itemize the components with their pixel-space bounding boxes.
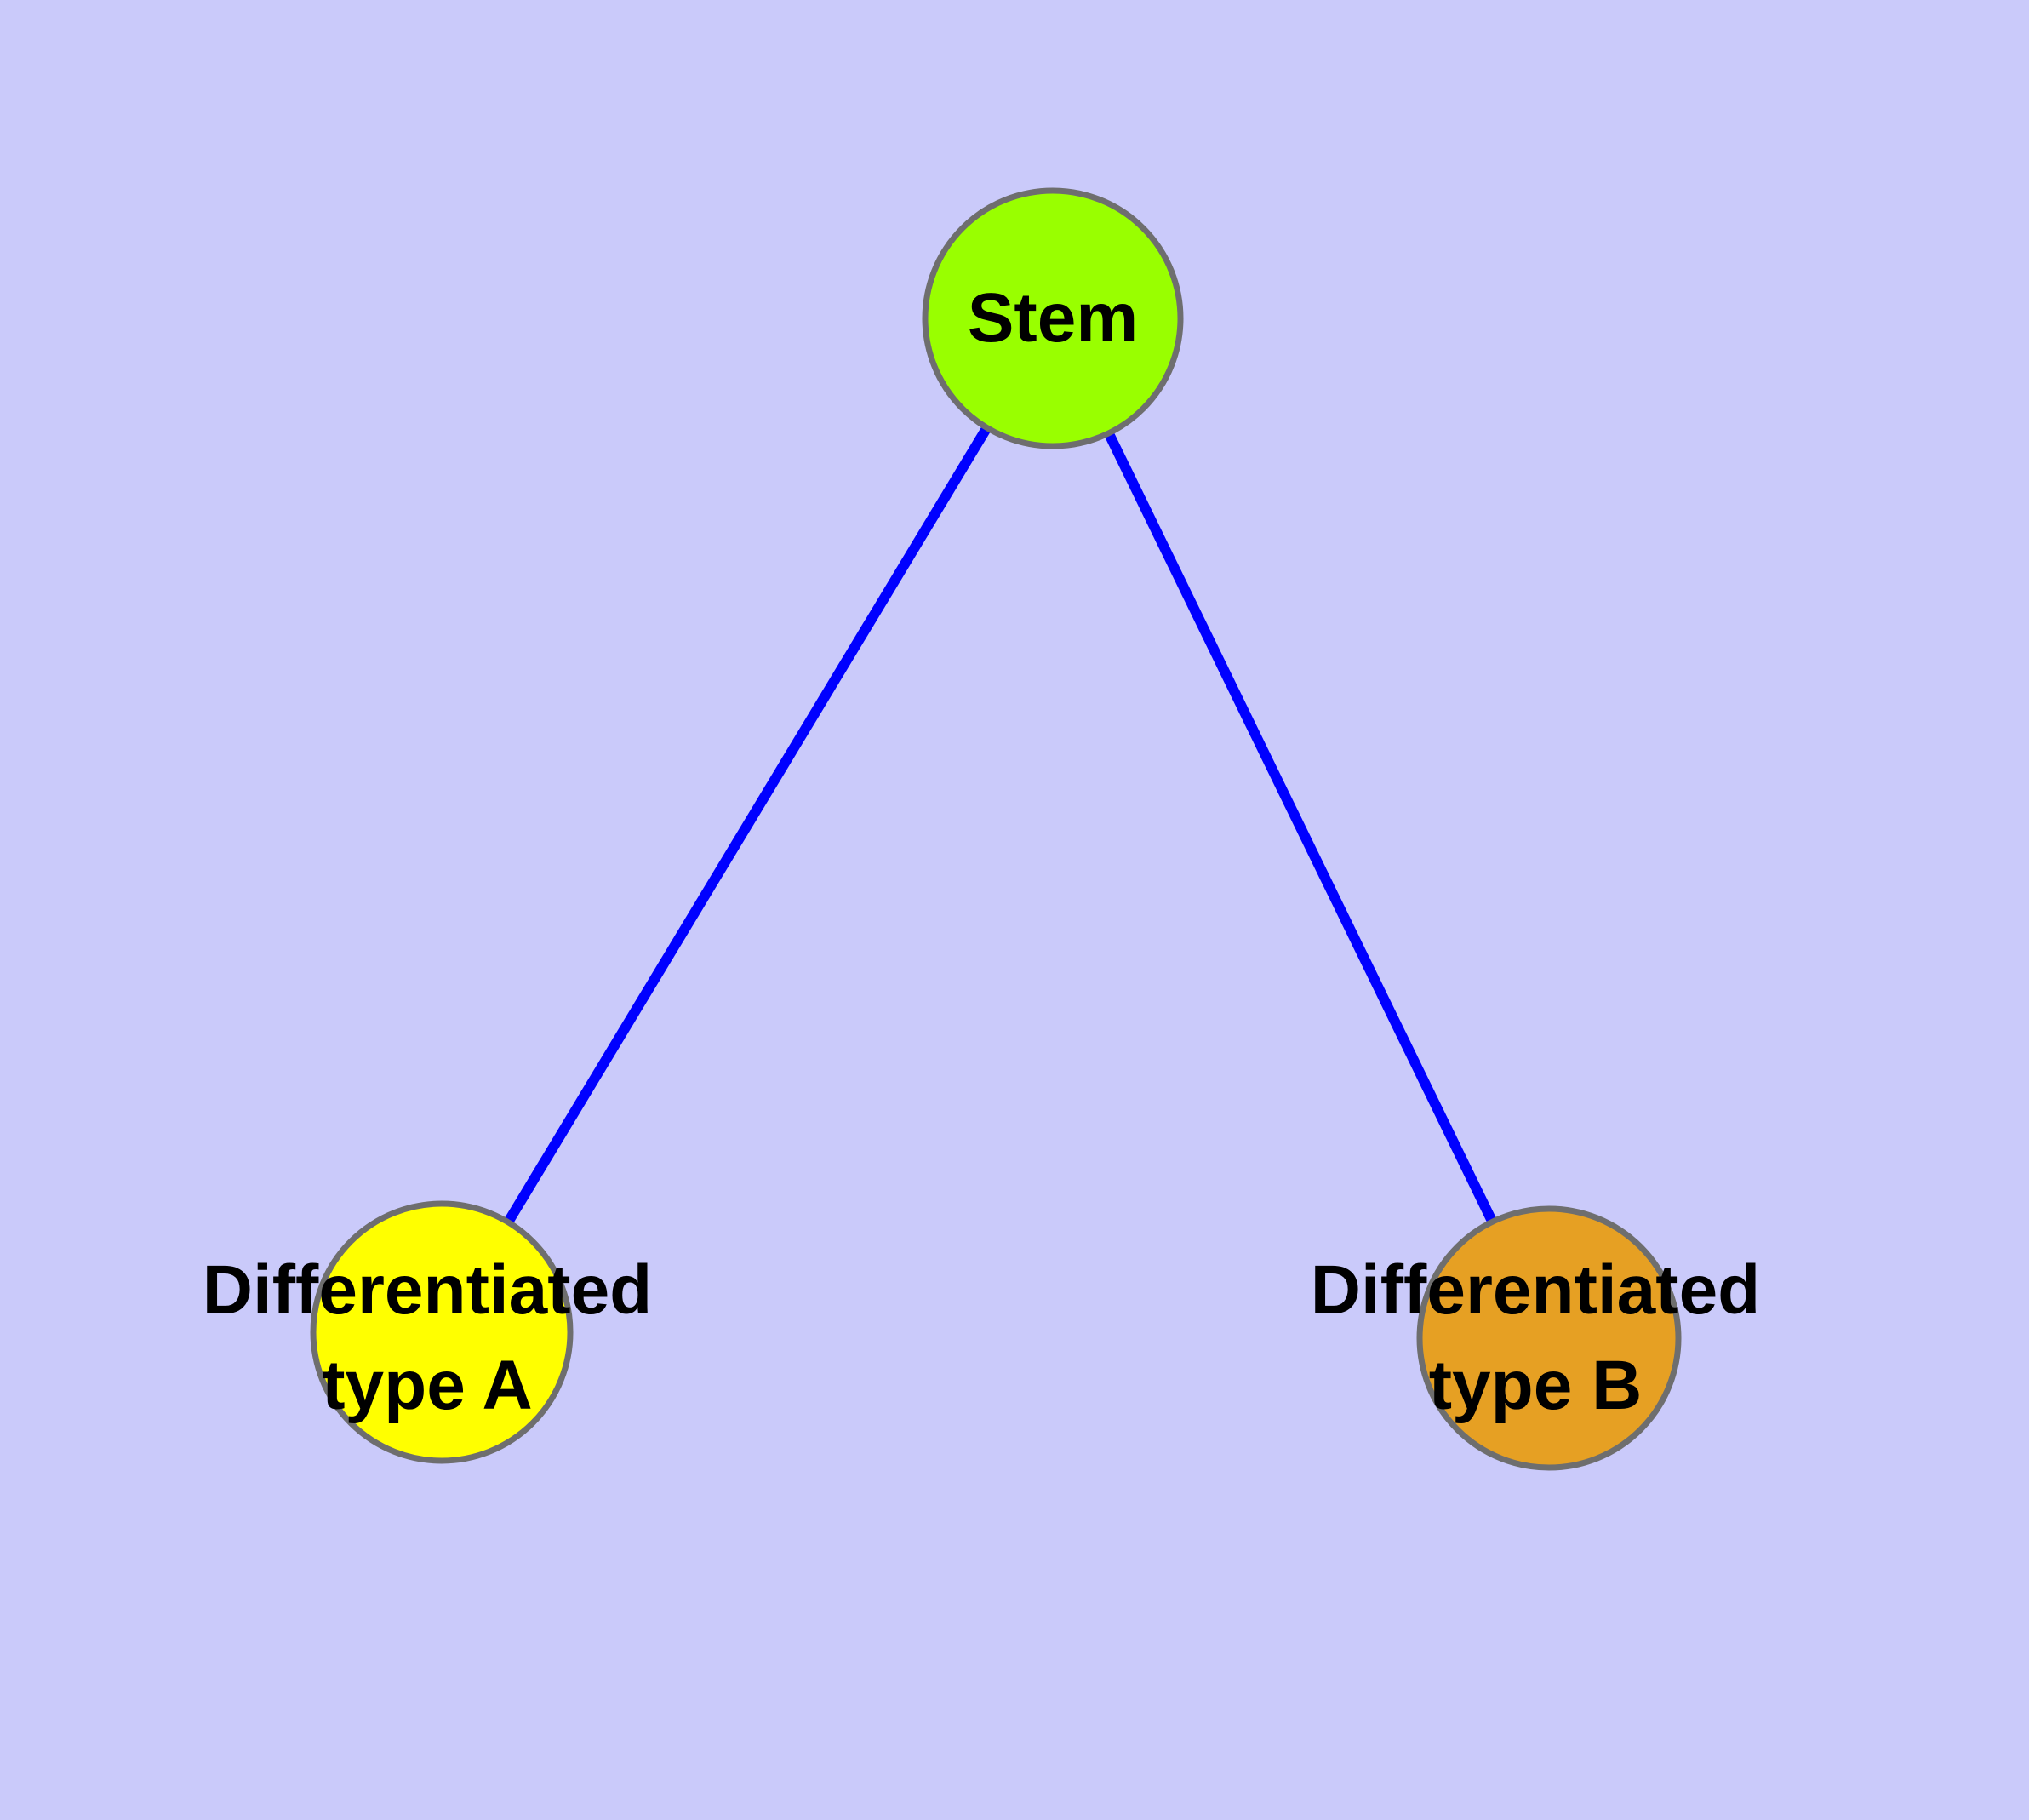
node-type-b-circle: [1416, 1205, 1682, 1471]
edge-stem-to-type-b: [1048, 316, 1554, 1341]
node-type-a-label: Differentiated type A: [202, 1251, 653, 1424]
node-type-b-label: Differentiated type B: [1310, 1251, 1761, 1424]
node-stem-label: Stem: [967, 279, 1139, 357]
node-stem-circle: [922, 187, 1184, 449]
edge-stem-to-type-a: [437, 315, 1058, 1336]
node-type-a-circle: [310, 1200, 574, 1464]
